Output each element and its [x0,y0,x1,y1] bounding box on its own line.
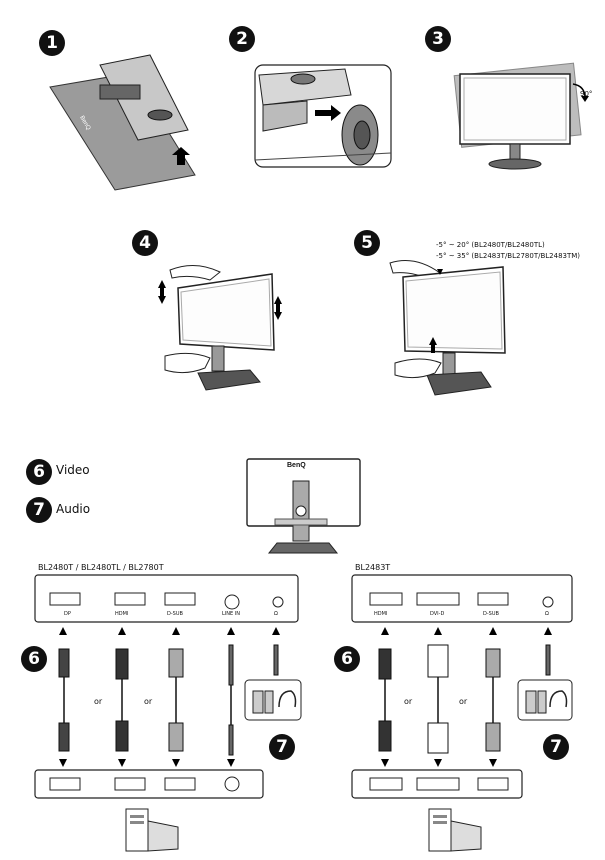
left-port-dsub: D-SUB [167,611,183,617]
step-5-illustration [389,260,506,396]
right-monitor-port-panel [351,574,573,623]
step-4-illustration [158,265,282,391]
left-computer-icon [125,808,179,852]
step-2-badge: 2 [229,26,255,52]
legend-video-badge: 6 [26,459,52,485]
step-4-badge: 4 [132,230,158,256]
left-port-linein: LINE IN [222,611,240,617]
rotation-label: 90° [580,90,593,98]
left-cables [58,627,302,767]
right-or-1: or [404,697,413,706]
right-port-dsub: D-SUB [483,611,499,617]
left-port-hdmi: HDMI [115,611,129,617]
right-port-headphone: Ω [545,611,549,617]
right-computer-icon [428,808,482,852]
brand-logo: BenQ [287,462,306,469]
monitor-rear-view [246,458,361,554]
left-pc-port-panel [34,769,264,799]
left-video-badge: 6 [21,646,47,672]
right-port-hdmi: HDMI [374,611,388,617]
right-port-dvid: DVI-D [430,611,445,617]
right-video-badge: 6 [334,646,360,672]
legend-audio-badge: 7 [26,497,52,523]
right-model-label: BL2483T [355,563,391,572]
left-or-1: or [94,697,103,706]
right-or-2: or [459,697,468,706]
tilt-range-2: -5° ~ 35° (BL2483T/BL2780T/BL2483TM) [436,252,581,260]
left-port-dp: DP [64,611,71,617]
right-cables [378,627,573,767]
step-1-illustration: BenQ [49,54,196,191]
left-audio-badge: 7 [269,734,295,760]
step-1-badge: 1 [39,30,65,56]
step-2-illustration [254,64,392,168]
left-or-2: or [144,697,153,706]
left-model-label: BL2480T / BL2480TL / BL2780T [38,563,164,572]
legend-audio-label: Audio [56,502,91,516]
step-5-badge: 5 [354,230,380,256]
step-3-illustration [453,62,589,170]
legend-video-label: Video [56,463,90,477]
right-pc-port-panel [351,769,523,799]
left-monitor-port-panel [34,574,299,623]
step-3-badge: 3 [425,26,451,52]
tilt-range-1: -5° ~ 20° (BL2480T/BL2480TL) [436,241,545,249]
right-audio-badge: 7 [543,734,569,760]
left-port-headphone: Ω [274,611,278,617]
